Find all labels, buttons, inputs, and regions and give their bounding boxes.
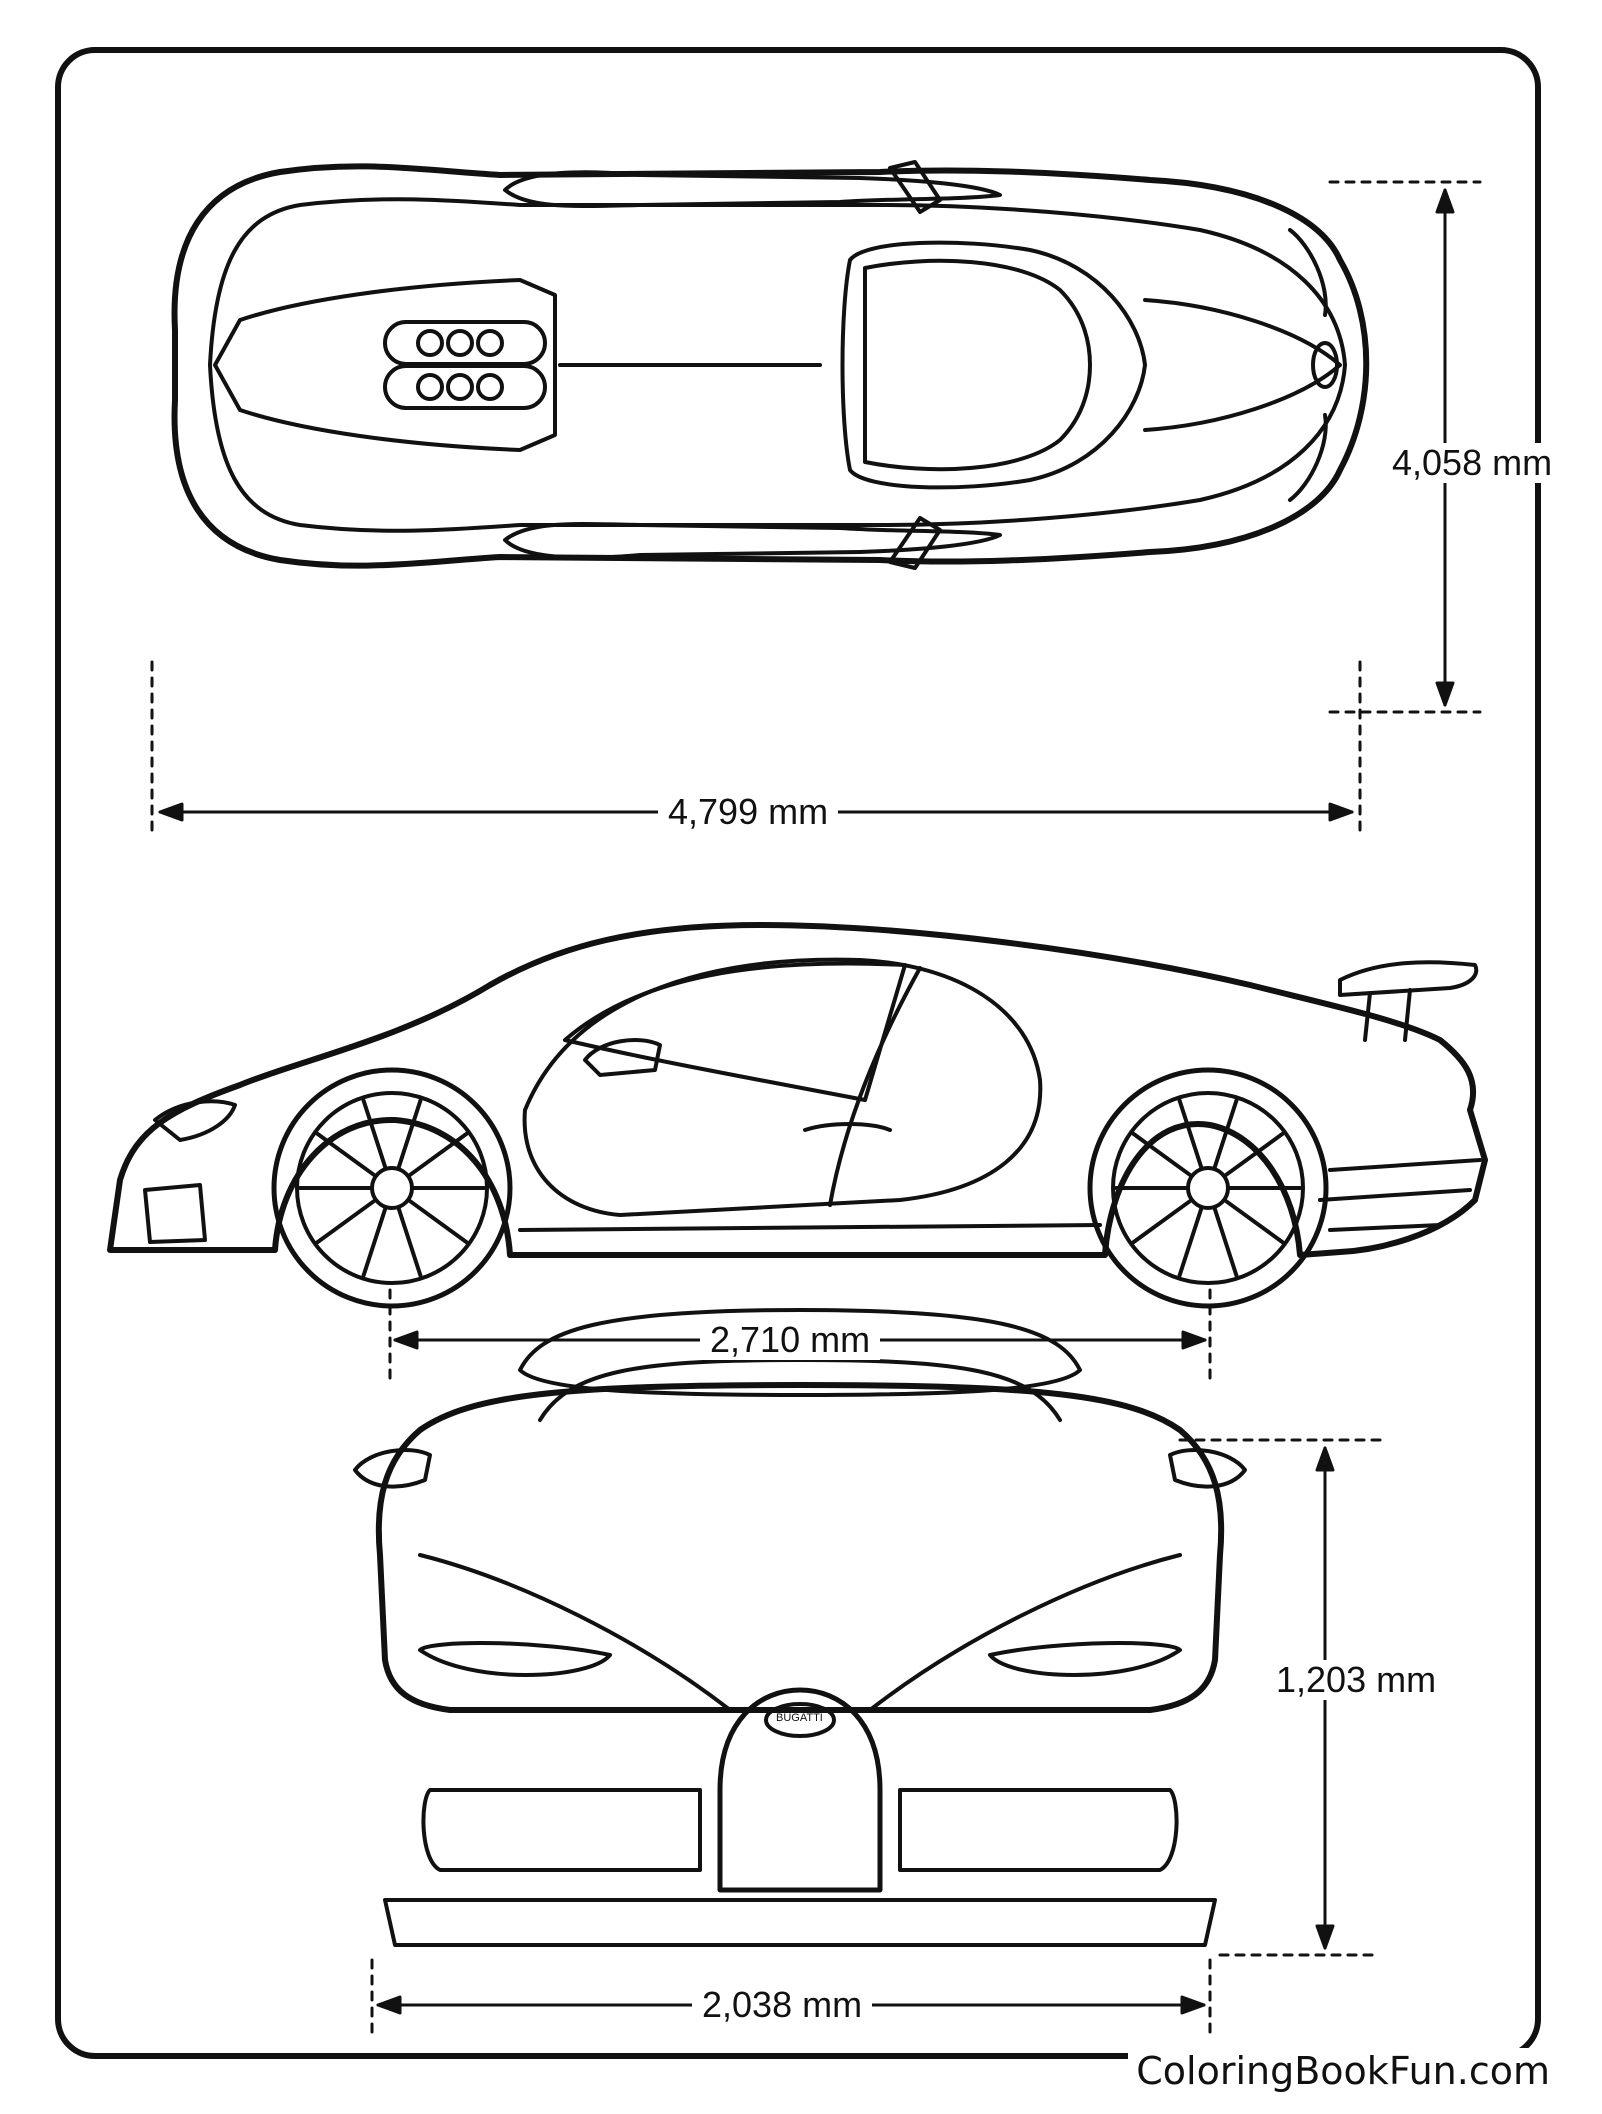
- width-dimension-label: 4,058 mm: [1392, 442, 1553, 483]
- page-border: [55, 47, 1541, 2059]
- front-view-body-outline: [375, 1382, 1225, 1713]
- wheel-spoke: [407, 1131, 469, 1178]
- front-view-horseshoe-grille: [717, 1687, 883, 1893]
- wheel-spoke: [315, 1131, 377, 1178]
- side-view-door-handle: [803, 1122, 892, 1132]
- wheel-spoke: [407, 1198, 469, 1245]
- side-view-rear-wing: [1338, 960, 1479, 997]
- top-view-lower-mirror: [888, 516, 942, 570]
- track-width-dimension-label: 2,038 mm: [692, 1985, 873, 2025]
- rear-wing-strut: [1403, 988, 1412, 1042]
- side-view-door-line: [828, 966, 922, 1207]
- exhaust-tip: [476, 329, 504, 357]
- top-view-cockpit: [840, 240, 1147, 490]
- side-view: [107, 922, 1488, 1309]
- dimension-lines: [150, 180, 1482, 2042]
- front-view-roof: [518, 1308, 1082, 1397]
- wheel-spoke: [361, 1206, 388, 1278]
- side-view-side-window: [563, 961, 907, 1102]
- side-view-front-intake: [143, 1183, 207, 1244]
- grille-badge-text: BUGATTI: [776, 1712, 823, 1724]
- front-view-hood-line-right: [868, 1553, 1182, 1712]
- front-view-left-mirror: [353, 1448, 432, 1489]
- wheel-spoke: [396, 1206, 423, 1278]
- front-view-windshield: [538, 1358, 1062, 1422]
- front-view-right-mirror: [1168, 1448, 1247, 1489]
- top-view-front-upper-intake: [1288, 228, 1328, 317]
- top-view-lower-side-intake: [503, 522, 1002, 560]
- top-view-lower-exhaust: [383, 364, 547, 410]
- front-view-left-intake: [421, 1788, 702, 1872]
- top-view-engine-cover: [213, 278, 557, 452]
- exhaust-tip: [416, 373, 444, 401]
- top-view-upper-side-intake: [503, 170, 1002, 208]
- top-view-front-lower-intake: [1288, 413, 1328, 502]
- top-view: [171, 160, 1370, 570]
- front-view-badge: [764, 1702, 836, 1738]
- side-view-headlight: [153, 1099, 237, 1142]
- site-watermark: ColoringBookFun.com: [1128, 2048, 1558, 2094]
- exhaust-tip: [446, 373, 474, 401]
- front-view-right-intake: [898, 1788, 1179, 1872]
- wheel-spoke: [1212, 1206, 1239, 1278]
- top-view-windshield: [863, 258, 1092, 472]
- side-view-body-outline: [107, 922, 1488, 1258]
- front-view-hood-line-left: [418, 1553, 732, 1712]
- rear-wing-strut: [1363, 991, 1372, 1042]
- side-view-front-wheel: [271, 1067, 513, 1309]
- front-view-bumper: [383, 1898, 1217, 1947]
- wheelbase-dimension-label: 2,710 mm: [700, 1320, 881, 1360]
- exhaust-tip: [476, 373, 504, 401]
- side-view-window-arc: [522, 957, 1043, 1217]
- top-view-outer-body: [171, 163, 1370, 569]
- wheel-spoke: [361, 1098, 388, 1170]
- length-dimension-label: 4,799 mm: [658, 792, 839, 832]
- top-view-inner-body: [208, 197, 1347, 533]
- exhaust-tip: [446, 329, 474, 357]
- side-view-side-sill: [518, 1223, 1102, 1232]
- front-view-right-headlight: [988, 1641, 1182, 1677]
- wheel-spoke: [1131, 1131, 1193, 1178]
- wheel-spoke: [1223, 1131, 1285, 1178]
- top-view-badge: [1311, 341, 1339, 389]
- side-view-rear-wheel: [1087, 1067, 1329, 1309]
- top-view-upper-exhaust: [383, 320, 547, 366]
- wheel-spoke: [1177, 1206, 1204, 1278]
- side-view-rear-diffuser: [1318, 1158, 1482, 1232]
- top-view-nose: [1143, 298, 1342, 432]
- height-dimension-label: 1,203 mm: [1270, 1660, 1443, 1700]
- wheel-spoke: [1212, 1098, 1239, 1170]
- wheel-spoke: [1177, 1098, 1204, 1170]
- wheel-spoke: [1223, 1198, 1285, 1245]
- front-view-left-headlight: [418, 1641, 612, 1677]
- top-view-upper-mirror: [888, 160, 942, 214]
- front-view: [353, 1308, 1247, 1947]
- wheel-spoke: [396, 1098, 423, 1170]
- exhaust-tip: [416, 329, 444, 357]
- wheel-spoke: [1131, 1198, 1193, 1245]
- wheel-spoke: [315, 1198, 377, 1245]
- side-view-side-mirror: [583, 1038, 662, 1077]
